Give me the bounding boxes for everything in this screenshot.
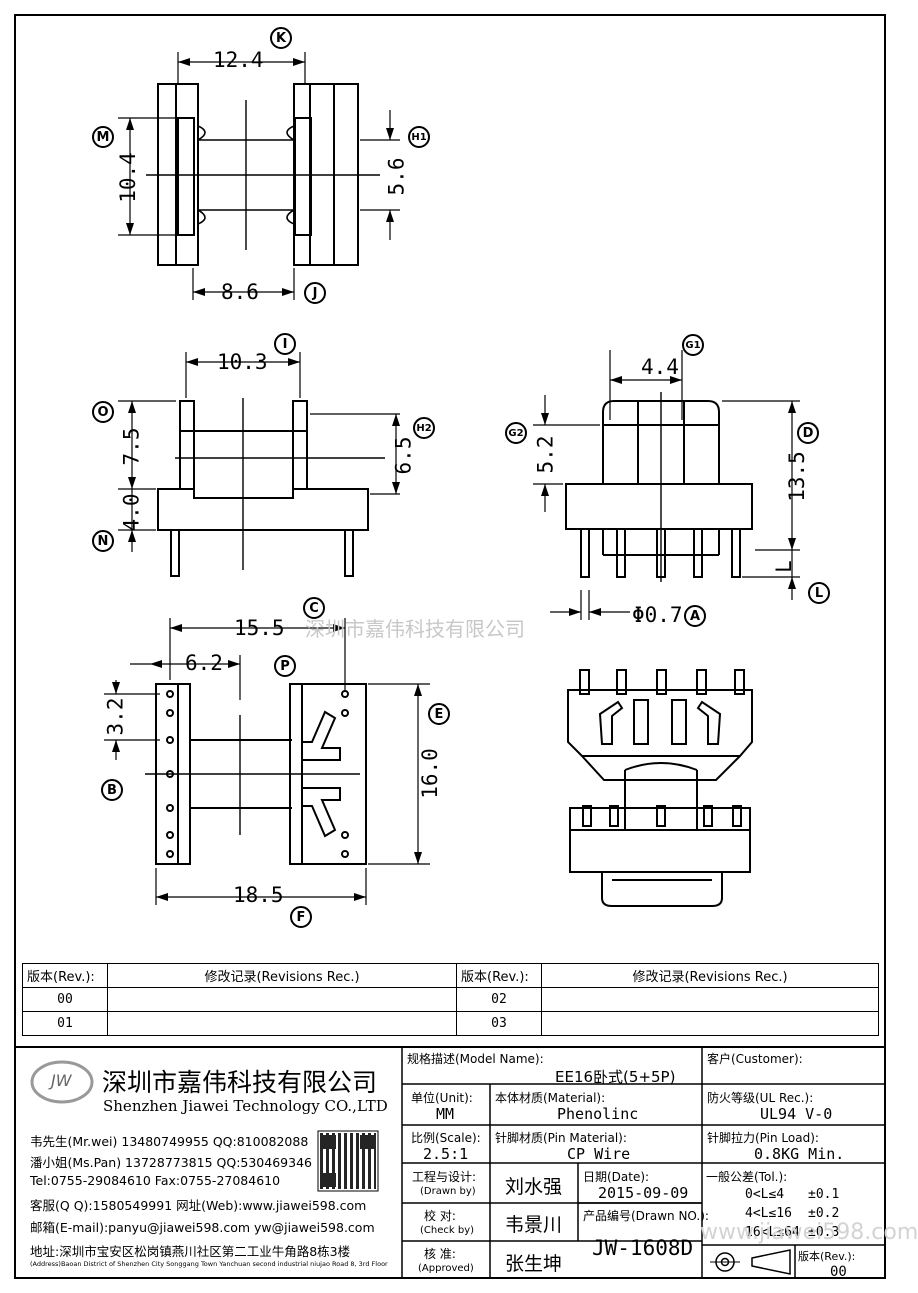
tol-range-1: 0<L≤4	[745, 1187, 785, 1202]
contact-pan: 潘小姐(Ms.Pan) 13728773815 QQ:530469346	[30, 1155, 312, 1170]
dim-g1-width: 4.4	[641, 355, 679, 379]
tolerance-label: 一般公差(Tol.):	[706, 1170, 788, 1184]
callout-c: C	[303, 597, 325, 619]
bottom-view	[104, 618, 430, 905]
drawn-label: 工程与设计:	[412, 1170, 477, 1184]
dim-p-width: 6.2	[185, 651, 223, 675]
drawn-value: 刘水强	[505, 1176, 563, 1198]
customer-label: 客户(Customer):	[707, 1052, 803, 1066]
callout-j: J	[304, 282, 326, 304]
isometric-view	[567, 669, 753, 907]
dim-k-width: 12.4	[213, 48, 264, 72]
drawn-no-label: 产品编号(Drawn NO.):	[583, 1209, 709, 1223]
dim-a-diameter: Φ0.7	[632, 603, 683, 627]
contact-tel-fax: Tel:0755-29084610 Fax:0755-27084610	[30, 1173, 281, 1188]
callout-g2: G2	[505, 422, 527, 444]
rev-cell: 03	[456, 1011, 542, 1036]
callout-b: B	[101, 779, 123, 801]
unit-label: 单位(Unit):	[411, 1091, 473, 1105]
callout-f: F	[290, 906, 312, 928]
pin-material-label: 针脚材质(Pin Material):	[495, 1131, 627, 1145]
pin-load-value: 0.8KG Min.	[754, 1145, 845, 1163]
contact-address-en: (Address)Baoan District of Shenzhen City…	[30, 1260, 388, 1268]
callout-n: N	[92, 530, 114, 552]
company-name-en: Shenzhen Jiawei Technology CO.,LTD	[103, 1097, 388, 1115]
top-view	[118, 52, 400, 300]
contact-qq-web: 客服(Q Q):1580549991 网址(Web):www.jiawei598…	[30, 1198, 367, 1213]
dimension-arrows	[112, 58, 796, 901]
callout-g1: G1	[682, 334, 704, 356]
drawn-no-value: JW-1608D	[592, 1236, 694, 1260]
qr-code	[320, 1133, 376, 1189]
model-value: EE16卧式(5+5P)	[555, 1068, 676, 1086]
callout-p: P	[274, 655, 296, 677]
dim-c-width: 15.5	[234, 616, 285, 640]
tol-value-2: ±0.2	[808, 1206, 840, 1221]
callout-h1: H1	[408, 126, 430, 148]
rev-cell: 01	[22, 1011, 108, 1036]
rev-value: 00	[830, 1264, 847, 1280]
dim-i-width: 10.3	[217, 350, 268, 374]
tol-range-3: 16<L≤64	[745, 1225, 800, 1240]
sheet-border	[14, 14, 886, 1279]
rev-header: 版本(Rev.):	[456, 963, 542, 988]
contact-wei: 韦先生(Mr.wei) 13480749955 QQ:810082088	[30, 1134, 309, 1149]
rec-cell	[541, 1011, 879, 1036]
callout-o: O	[92, 401, 114, 423]
tol-value-1: ±0.1	[808, 1187, 840, 1202]
table-row: 00 02	[22, 987, 879, 1012]
tol-value-3: ±0.3	[808, 1225, 840, 1240]
callout-d: D	[797, 422, 819, 444]
callout-k: K	[270, 27, 292, 49]
callout-h2: H2	[413, 417, 435, 439]
engineering-views	[104, 52, 800, 907]
date-label: 日期(Date):	[583, 1170, 650, 1184]
approve-label-en: (Approved)	[418, 1263, 474, 1274]
drawn-label-en: (Drawn by)	[420, 1186, 476, 1197]
model-label: 规格描述(Model Name):	[407, 1052, 544, 1066]
scale-value: 2.5:1	[423, 1145, 469, 1163]
ul-label: 防火等级(UL Rec.):	[707, 1091, 814, 1105]
callout-e: E	[428, 703, 450, 725]
watermark-company: 深圳市嘉伟科技有限公司	[305, 617, 525, 641]
callout-m: M	[92, 126, 114, 148]
rec-cell	[107, 1011, 457, 1036]
rev-header: 版本(Rev.):	[22, 963, 108, 988]
pin-material-value: CP Wire	[567, 1145, 631, 1163]
revision-table: 版本(Rev.): 修改记录(Revisions Rec.) 版本(Rev.):…	[22, 963, 879, 1036]
callout-i: I	[274, 333, 296, 355]
table-row: 01 03	[22, 1011, 879, 1036]
check-label: 校 对:	[424, 1209, 456, 1223]
date-value: 2015-09-09	[598, 1184, 689, 1202]
callout-l: L	[808, 582, 830, 604]
unit-value: MM	[436, 1105, 455, 1123]
company-name-cn: 深圳市嘉伟科技有限公司	[102, 1068, 378, 1097]
front-view	[533, 350, 800, 620]
ul-value: UL94 V-0	[760, 1105, 833, 1123]
dim-f-width: 18.5	[233, 883, 284, 907]
approve-value: 张生坤	[505, 1253, 563, 1275]
tol-range-2: 4<L≤16	[745, 1206, 792, 1221]
pin-load-label: 针脚拉力(Pin Load):	[707, 1131, 819, 1145]
company-logo: JW	[51, 1071, 72, 1090]
approve-label: 核 准:	[424, 1247, 456, 1261]
contact-address-cn: 地址:深圳市宝安区松岗镇燕川社区第二工业牛角路8栋3楼	[30, 1244, 351, 1259]
side-view	[118, 352, 400, 577]
rev-label: 版本(Rev.):	[798, 1250, 856, 1263]
scale-label: 比例(Scale):	[411, 1131, 481, 1145]
check-value: 韦景川	[505, 1214, 563, 1236]
material-value: Phenolinc	[557, 1105, 639, 1123]
contact-email: 邮箱(E-mail):panyu@jiawei598.com yw@jiawei…	[30, 1220, 375, 1235]
check-label-en: (Check by)	[420, 1225, 475, 1236]
dim-j-width: 8.6	[221, 280, 259, 304]
callout-a: A	[684, 605, 706, 627]
watermark-website: www.jiawei598.com	[700, 1220, 918, 1245]
material-label: 本体材质(Material):	[495, 1091, 606, 1105]
